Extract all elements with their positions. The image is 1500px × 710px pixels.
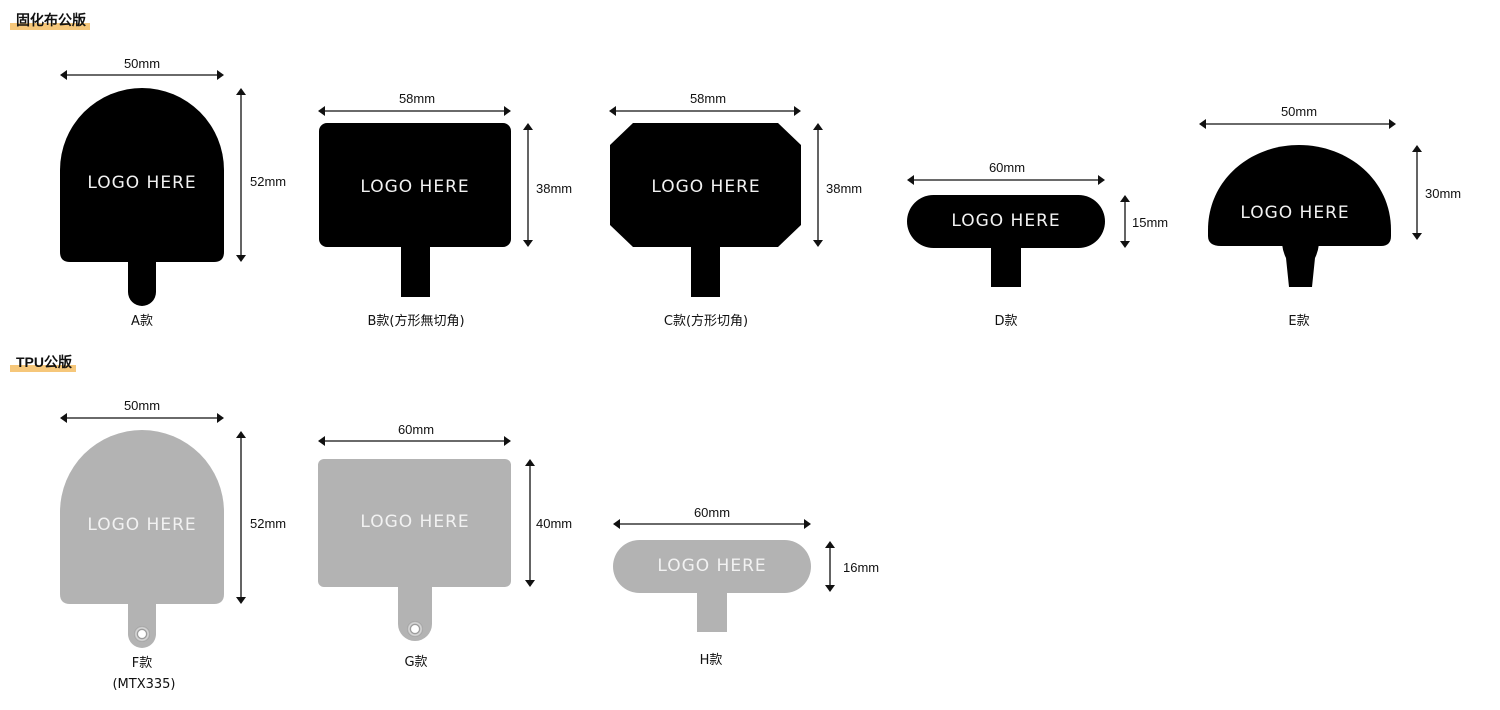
caption-A: A款 [131, 314, 153, 329]
dim-A-height: 52mm [236, 88, 286, 262]
dim-H-height: 16mm [825, 541, 879, 592]
dim-E-height: 30mm [1412, 145, 1461, 240]
caption-H: H款 [700, 653, 723, 668]
logo-text: LOGO HERE [657, 556, 766, 576]
dim-label: 58mm [690, 91, 726, 106]
dim-E-width: 50mm [1199, 104, 1396, 129]
dim-A-width: 50mm [60, 56, 224, 80]
dim-label: 60mm [694, 505, 730, 520]
dim-label: 38mm [536, 181, 572, 196]
dim-G-height: 40mm [525, 459, 572, 587]
dim-D-height: 15mm [1120, 195, 1168, 248]
patch-F: LOGO HERE [60, 430, 224, 648]
logo-text: LOGO HERE [87, 515, 196, 535]
dim-F-height: 52mm [236, 431, 286, 604]
caption-D: D款 [994, 314, 1017, 329]
caption-F-model: (MTX335) [112, 677, 175, 692]
patch-F-shape [60, 430, 224, 604]
logo-text: LOGO HERE [87, 173, 196, 193]
logo-text: LOGO HERE [951, 211, 1060, 231]
dim-B-height: 38mm [523, 123, 572, 247]
logo-text: LOGO HERE [651, 177, 760, 197]
patch-H-tab [697, 591, 727, 632]
patch-C-tab [691, 245, 720, 297]
dim-label: 52mm [250, 174, 286, 189]
patch-H-shape [613, 540, 811, 593]
dim-label: 50mm [124, 56, 160, 71]
logo-text: LOGO HERE [1240, 203, 1349, 223]
dim-label: 15mm [1132, 215, 1168, 230]
dim-label: 30mm [1425, 186, 1461, 201]
dim-label: 50mm [1281, 104, 1317, 119]
dim-B-width: 58mm [318, 91, 511, 116]
dim-C-height: 38mm [813, 123, 862, 247]
caption-C: C款(方形切角) [664, 313, 748, 329]
patch-E-shape [1208, 145, 1391, 246]
dim-label: 52mm [250, 516, 286, 531]
patch-B-tab [401, 245, 430, 297]
patch-G: LOGO HERE [318, 459, 511, 641]
patch-B-shape [319, 123, 511, 247]
patch-E: LOGO HERE [1208, 145, 1391, 287]
patch-G-shape [318, 459, 511, 587]
patch-D: LOGO HERE [907, 195, 1105, 287]
section-title-tpu: TPU公版 [10, 353, 76, 372]
section-title-cured-fabric: 固化布公版 [10, 11, 90, 30]
dim-G-width: 60mm [318, 422, 511, 446]
logo-text: LOGO HERE [360, 512, 469, 532]
dim-label: 60mm [989, 160, 1025, 175]
patch-A-shape [60, 88, 224, 262]
dim-H-width: 60mm [613, 505, 811, 529]
dim-label: 40mm [536, 516, 572, 531]
patch-C-shape [610, 123, 801, 247]
patch-G-tab [398, 585, 432, 641]
caption-F: F款 [132, 656, 152, 671]
dim-label: 60mm [398, 422, 434, 437]
dim-C-width: 58mm [609, 91, 801, 116]
dim-F-width: 50mm [60, 398, 224, 423]
section-title-text: 固化布公版 [16, 12, 86, 28]
dim-label: 58mm [399, 91, 435, 106]
dim-label: 16mm [843, 560, 879, 575]
section-title-text: TPU公版 [16, 354, 72, 370]
patch-D-tab [991, 246, 1021, 287]
caption-E: E款 [1288, 314, 1309, 329]
patch-E-tab [1282, 244, 1319, 287]
caption-B: B款(方形無切角) [367, 313, 464, 329]
dim-label: 50mm [124, 398, 160, 413]
dim-D-width: 60mm [907, 160, 1105, 185]
patch-D-shape [907, 195, 1105, 248]
logo-text: LOGO HERE [360, 177, 469, 197]
title-highlight [10, 23, 90, 30]
patch-H: LOGO HERE [613, 540, 811, 632]
patch-C: LOGO HERE [610, 123, 801, 297]
caption-G: G款 [404, 655, 427, 670]
patch-A: LOGO HERE [60, 88, 224, 306]
dim-label: 38mm [826, 181, 862, 196]
patch-B: LOGO HERE [319, 123, 511, 297]
title-highlight [10, 365, 76, 372]
patch-A-tab [128, 260, 156, 306]
